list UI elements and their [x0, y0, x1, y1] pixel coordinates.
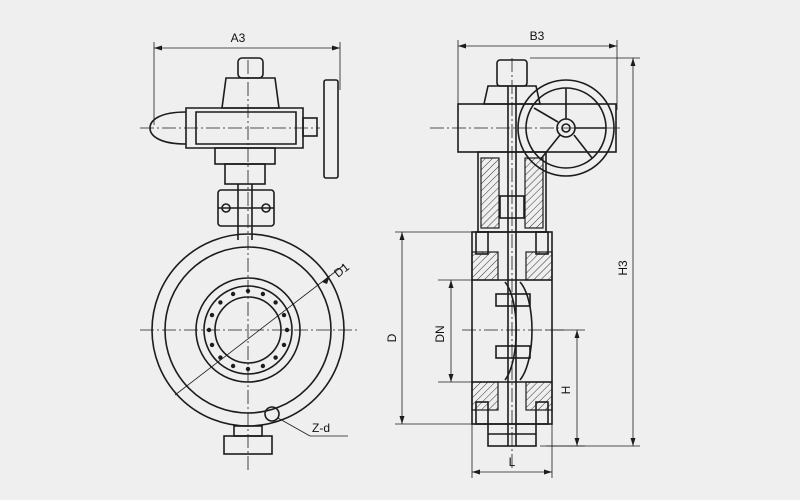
valve-body-side: [471, 231, 553, 447]
bolt-hole: [230, 291, 236, 297]
dimension-h3: H3: [530, 57, 640, 447]
bolt-hole: [260, 291, 266, 297]
bolt-hole: [260, 363, 266, 369]
bolt-holes: [206, 288, 290, 372]
dimension-z-d: Z-d: [264, 406, 348, 437]
label-a3: A3: [231, 31, 246, 45]
dimension-dn: DN: [433, 279, 478, 383]
bolt-hole: [281, 342, 287, 348]
bolt-hole: [273, 300, 278, 305]
yoke-side: [477, 151, 547, 233]
dimension-a3: A3: [153, 31, 341, 125]
bolt-hole: [218, 355, 223, 360]
dimension-l: L: [471, 424, 553, 478]
bolt-hole: [230, 363, 236, 369]
label-dn: DN: [433, 325, 447, 342]
label-h: H: [559, 386, 573, 395]
dimension-d: D: [385, 231, 478, 425]
label-l: L: [509, 455, 516, 469]
bolt-hole: [209, 312, 215, 318]
bolt-hole: [273, 355, 278, 360]
label-b3: B3: [530, 29, 545, 43]
label-d: D: [385, 333, 399, 342]
bolt-hole: [209, 342, 215, 348]
bolt-hole: [218, 300, 223, 305]
side-view: B3: [385, 29, 640, 478]
dimension-b3: B3: [457, 29, 618, 110]
label-d1: D1: [331, 260, 352, 281]
front-view: A3: [140, 31, 360, 470]
label-h3: H3: [616, 260, 630, 276]
bolt-hole: [284, 327, 290, 333]
gear-actuator-front: [149, 57, 339, 185]
bolt-hole: [281, 312, 287, 318]
label-z-d: Z-d: [312, 421, 330, 435]
stem-front: [217, 184, 275, 240]
